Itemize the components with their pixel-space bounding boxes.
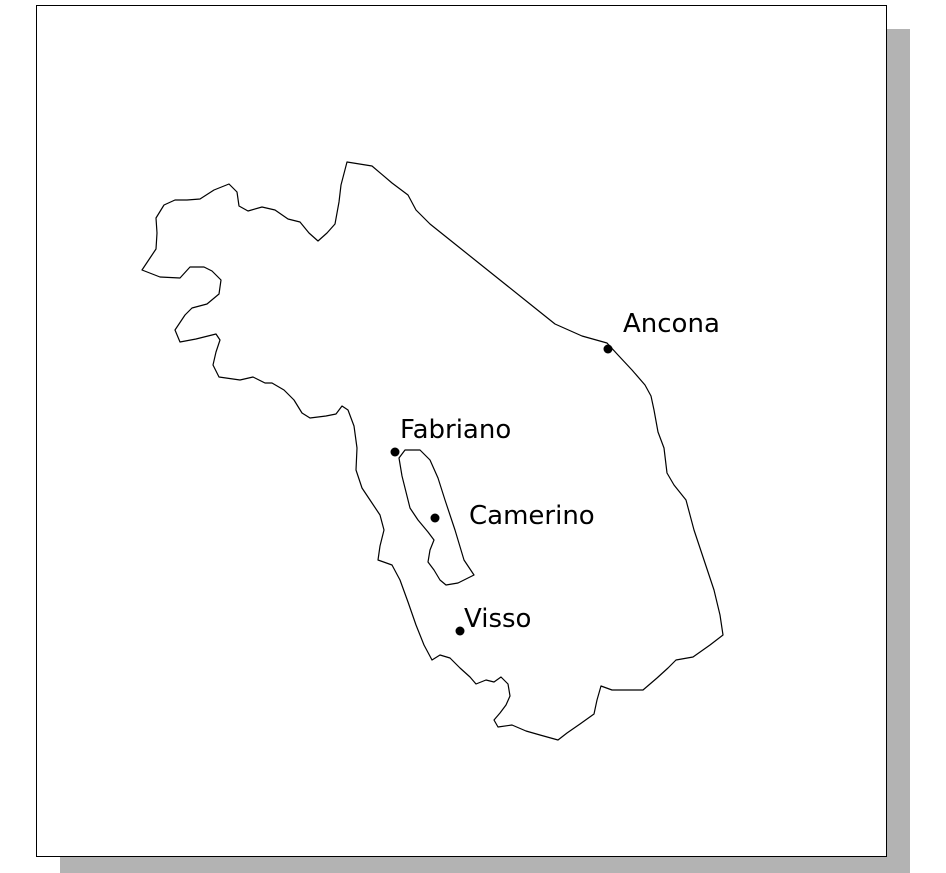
city-label-ancona: Ancona	[623, 309, 720, 339]
city-label-camerino: Camerino	[469, 501, 595, 531]
city-marker-visso	[455, 626, 465, 636]
city-marker-camerino	[430, 513, 440, 523]
map-panel	[36, 5, 887, 857]
city-marker-ancona	[603, 344, 613, 354]
city-label-fabriano: Fabriano	[400, 415, 511, 445]
city-label-visso: Visso	[464, 604, 531, 634]
inner-enclave-outline	[398, 449, 475, 586]
region-outline	[141, 161, 724, 741]
city-marker-fabriano	[390, 447, 400, 457]
